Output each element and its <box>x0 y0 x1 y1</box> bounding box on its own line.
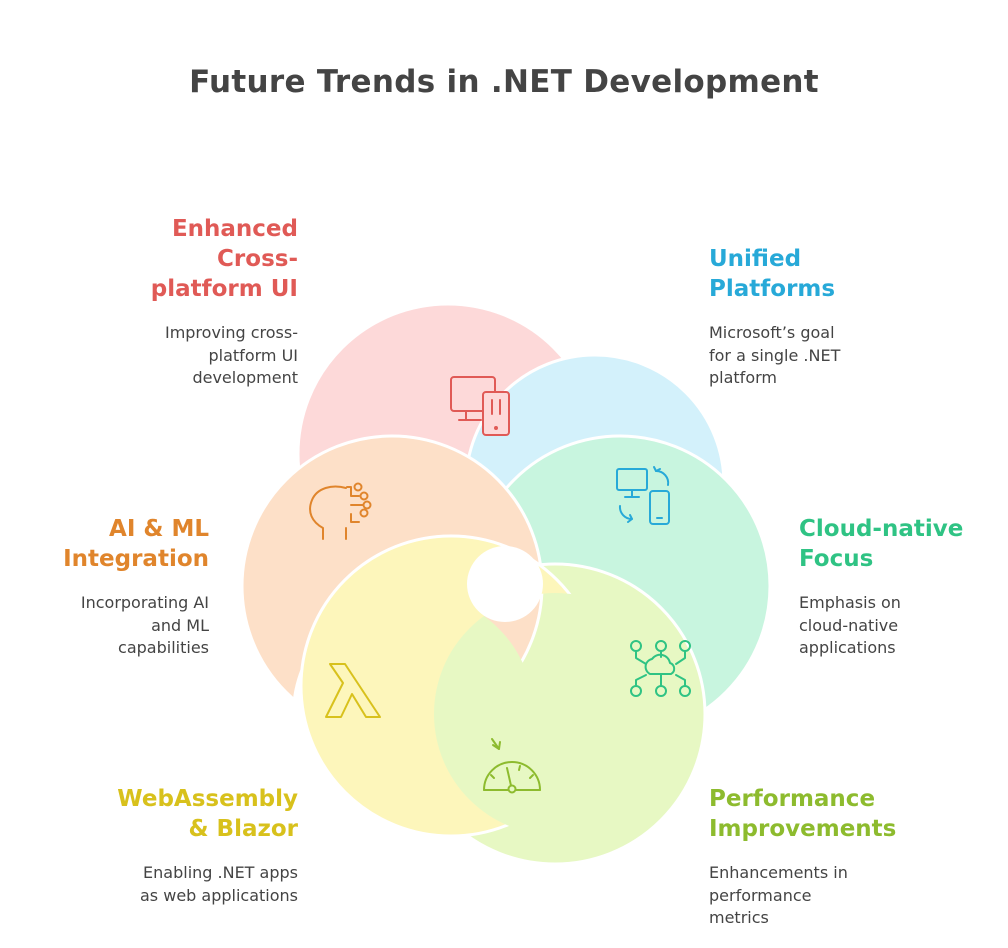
trend-ai-ml-integration: AI & ML Integration Incorporating AI and… <box>63 514 209 660</box>
desc-line: platform <box>709 368 777 387</box>
heading-line: & Blazor <box>188 816 298 842</box>
trend-enhanced-cross-platform-ui: Enhanced Cross- platform UI Improving cr… <box>151 214 298 390</box>
desc-line: Enabling .NET apps <box>143 863 298 882</box>
monitor-phone-icon <box>450 376 510 436</box>
desc-line: applications <box>799 638 896 657</box>
trend-description: Enhancements in performance metrics <box>709 862 896 930</box>
desc-line: development <box>192 368 298 387</box>
trend-performance-improvements: Performance Improvements Enhancements in… <box>709 784 896 930</box>
heading-line: platform UI <box>150 276 298 302</box>
heading-line: WebAssembly <box>117 786 298 812</box>
desc-line: Emphasis on <box>799 593 901 612</box>
trend-description: Emphasis on cloud-native applications <box>799 592 963 660</box>
heading-line: Focus <box>799 546 874 572</box>
desc-line: Enhancements in <box>709 863 848 882</box>
ai-head-circuit-icon <box>309 482 372 540</box>
desc-line: metrics <box>709 908 769 927</box>
page-title: Future Trends in .NET Development <box>189 64 819 100</box>
heading-line: AI & ML <box>109 516 209 542</box>
desc-line: performance <box>709 885 812 905</box>
desc-line: Improving cross- <box>164 323 298 342</box>
desc-line: Microsoft’s goal <box>709 323 835 342</box>
trend-description: Microsoft’s goal for a single .NET platf… <box>709 322 840 390</box>
trend-webassembly-blazor: WebAssembly & Blazor Enabling .NET apps … <box>117 784 298 907</box>
trend-heading: Performance Improvements <box>709 784 896 844</box>
heading-line: Unified <box>709 246 802 272</box>
heading-line: Cross- <box>217 246 298 272</box>
desc-line: Incorporating AI <box>80 593 209 612</box>
trend-heading: Enhanced Cross- platform UI <box>151 214 298 304</box>
petal-shape <box>299 534 603 838</box>
heading-line: Cloud-native <box>799 516 964 542</box>
wheel-center-hole <box>467 546 543 622</box>
trend-description: Incorporating AI and ML capabilities <box>63 592 209 660</box>
heading-line: Enhanced <box>171 216 298 242</box>
desc-line: as web applications <box>140 885 298 905</box>
desc-line: platform UI <box>208 345 299 365</box>
trend-unified-platforms: Unified Platforms Microsoft’s goal for a… <box>709 244 840 390</box>
desc-line: capabilities <box>118 638 209 657</box>
petal-webassembly-blazor <box>299 534 603 838</box>
cloud-network-icon <box>630 640 691 697</box>
trend-description: Enabling .NET apps as web applications <box>117 862 298 907</box>
trend-heading: Unified Platforms <box>709 244 840 304</box>
heading-line: Platforms <box>709 276 836 302</box>
trend-heading: Cloud-native Focus <box>799 514 963 574</box>
trend-cloud-native-focus: Cloud-native Focus Emphasis on cloud-nat… <box>799 514 963 660</box>
desc-line: cloud-native <box>799 615 899 635</box>
lambda-icon <box>325 663 381 718</box>
desc-line: for a single .NET <box>709 345 841 365</box>
speedometer-icon <box>483 738 541 794</box>
desc-line: and ML <box>151 615 209 635</box>
trend-heading: AI & ML Integration <box>63 514 209 574</box>
heading-line: Improvements <box>709 816 897 842</box>
trend-heading: WebAssembly & Blazor <box>117 784 298 844</box>
heading-line: Integration <box>63 546 209 572</box>
heading-line: Performance <box>709 786 876 812</box>
device-sync-icon <box>616 466 670 525</box>
trend-description: Improving cross- platform UI development <box>151 322 298 390</box>
